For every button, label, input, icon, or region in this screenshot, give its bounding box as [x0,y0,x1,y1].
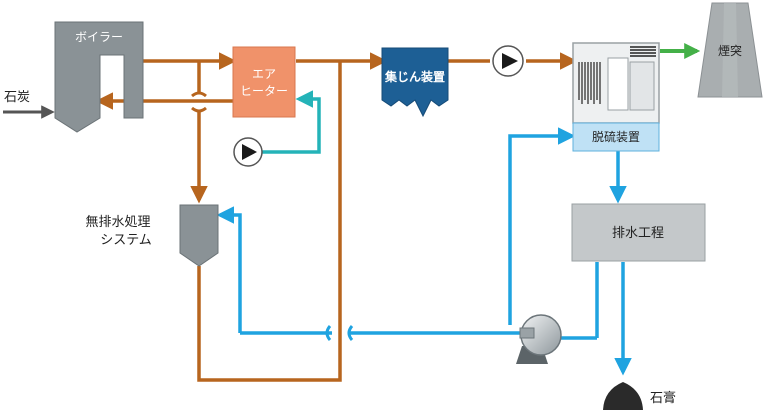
coal-input: 石炭 [3,90,55,119]
drainage-label: 排水工程 [612,226,664,241]
water-pump-icon [516,314,562,364]
draft-fan-icon [492,45,524,77]
gypsum-pile: 石膏 [603,382,676,410]
desulfurizer-label: 脱硫装置 [592,129,640,144]
stack: 煙突 [697,2,763,98]
zero-discharge-system: 無排水処理 システム [85,204,219,267]
coal-label: 石炭 [4,90,30,105]
boiler-label: ボイラー [75,30,123,44]
line-crossover [191,91,207,113]
air-line [262,90,321,154]
desulfurizer: 脱硫装置 [572,42,660,152]
dust-collector: 集じん装置 [381,47,449,118]
air-fan-icon [233,137,263,167]
air-heater: エア ヒーター [232,46,296,118]
flue-gas-lines [95,52,578,382]
zero-discharge-label-1: 無排水処理 [85,215,150,230]
gypsum-label: 石膏 [650,390,676,406]
boiler: ボイラー [54,21,144,133]
zero-discharge-label-2: システム [100,233,152,248]
drainage-process: 排水工程 [571,203,706,262]
water-lines [216,127,632,376]
air-heater-label-1: エア [252,67,276,81]
air-heater-label-2: ヒーター [240,84,288,98]
dust-collector-label: 集じん装置 [384,69,445,84]
stack-label: 煙突 [718,43,742,58]
water-crossover [325,325,354,341]
